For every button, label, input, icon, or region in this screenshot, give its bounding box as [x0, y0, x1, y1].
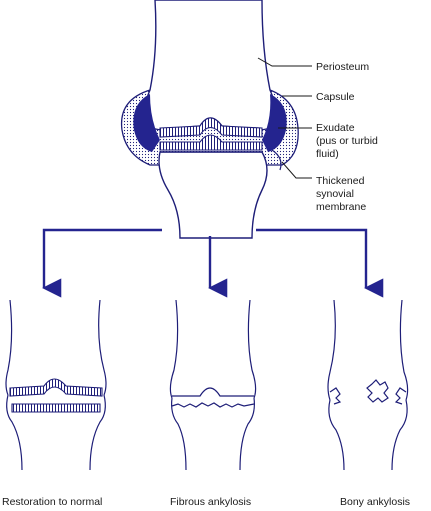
tibia [158, 151, 268, 239]
label-exudate-1: Exudate [316, 122, 355, 134]
arrow-left [42, 228, 162, 298]
outcome-arrows [42, 228, 384, 298]
label-synovial-3: membrane [316, 201, 366, 213]
joint-fibrous [169, 299, 257, 471]
leader-lines [257, 57, 312, 179]
label-capsule: Capsule [316, 91, 355, 103]
joint-bony [327, 299, 409, 471]
bony-fusion-right [394, 387, 407, 405]
joint-restoration [5, 299, 107, 471]
synovial-membrane [271, 149, 282, 171]
exudate-right [262, 94, 287, 152]
label-exudate-3: fluid) [316, 148, 339, 160]
inflamed-joint [120, 0, 299, 239]
lower-cartilage [159, 134, 263, 151]
label-exudate-2: (pus or turbid [316, 135, 378, 147]
caption-restoration: Restoration to normal [2, 496, 102, 508]
label-periosteum: Periosteum [316, 61, 369, 73]
caption-fibrous: Fibrous ankylosis [170, 496, 251, 508]
bony-fusion-center [366, 379, 389, 403]
label-synovial-1: Thickened [316, 175, 365, 187]
caption-bony: Bony ankylosis [340, 496, 410, 508]
restoration-upper-cartilage [9, 378, 103, 397]
arrow-right [256, 228, 384, 298]
upper-cartilage [159, 117, 263, 138]
label-synovial-2: synovial [316, 188, 354, 200]
bony-fusion-left [329, 387, 342, 405]
fibrous-joint-line [172, 387, 254, 397]
femur [144, 0, 276, 131]
exudate-left [133, 94, 160, 152]
fibrous-tissue [171, 402, 255, 408]
restoration-lower-cartilage [11, 403, 101, 413]
